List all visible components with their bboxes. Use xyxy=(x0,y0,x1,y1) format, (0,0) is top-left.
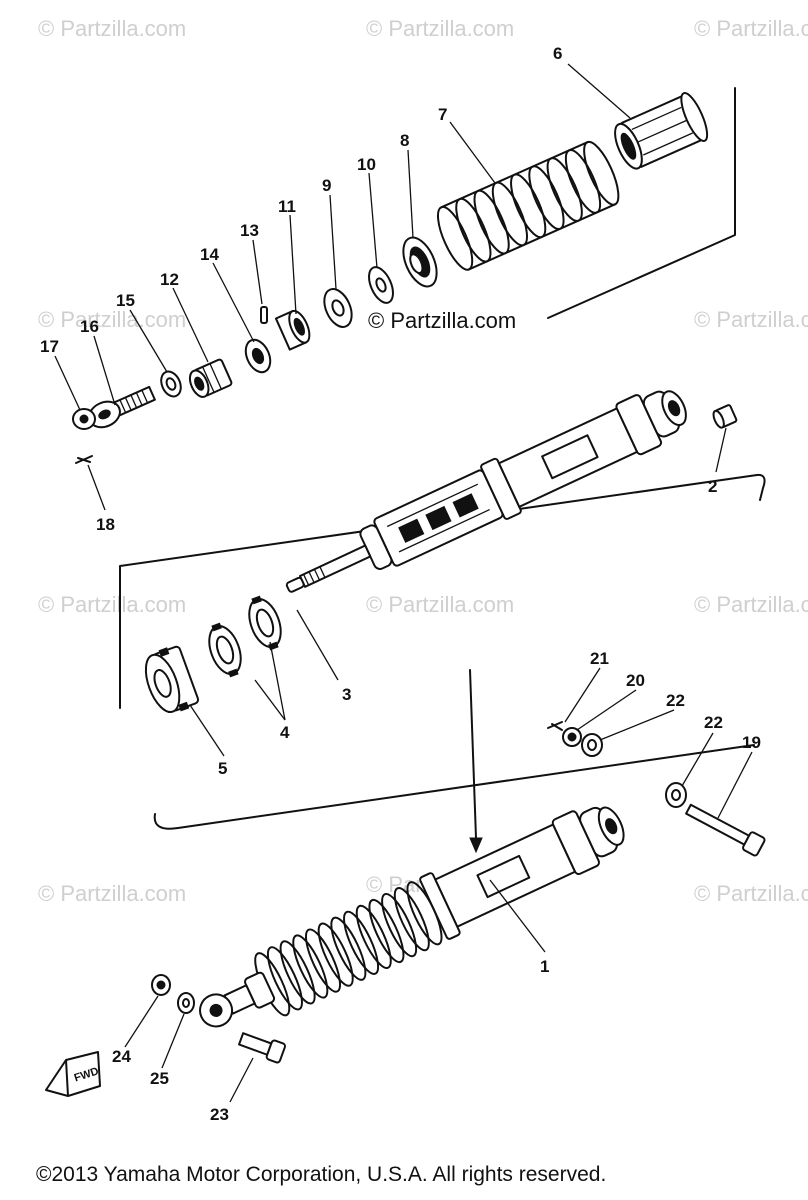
part-13-pin xyxy=(260,306,268,324)
part-9-washer xyxy=(323,288,353,328)
arrow-icon xyxy=(469,837,483,854)
part-4-lock-ring xyxy=(208,622,242,678)
callout-17: 17 xyxy=(40,337,59,356)
watermarks: © Partzilla.com © Partzilla.com © Partzi… xyxy=(38,16,808,906)
bracket-line xyxy=(119,473,766,709)
copyright-footer: ©2013 Yamaha Motor Corporation, U.S.A. A… xyxy=(36,1163,607,1186)
callout-2: 2 xyxy=(708,477,717,496)
watermark: © Partzilla.com xyxy=(694,881,808,906)
callout-24: 24 xyxy=(112,1047,131,1066)
watermark: © Partzilla.com xyxy=(38,592,186,617)
callout-5: 5 xyxy=(218,759,227,778)
callout-12: 12 xyxy=(160,270,179,289)
callout-14: 14 xyxy=(200,245,219,264)
callout-10: 10 xyxy=(357,155,376,174)
part-20-nut xyxy=(562,727,582,747)
part-12-adjuster xyxy=(188,358,233,398)
callout-25: 25 xyxy=(150,1069,169,1088)
watermark: © Partzilla.com xyxy=(366,16,514,41)
part-8-spring-seat xyxy=(402,236,438,288)
part-6-spring-upper-seat xyxy=(614,92,709,170)
callout-3: 3 xyxy=(342,685,351,704)
callout-23: 23 xyxy=(210,1105,229,1124)
part-21-cotter-pin xyxy=(547,721,563,731)
part-14-ring xyxy=(244,338,272,374)
watermark: © Partzilla.com xyxy=(38,307,186,332)
callout-19: 19 xyxy=(742,733,761,752)
part-22-washer xyxy=(665,782,687,808)
leader-lines xyxy=(54,63,753,1103)
part-18-clip xyxy=(75,455,93,464)
part-10-washer xyxy=(368,266,394,304)
part-19-bolt xyxy=(685,803,766,857)
bracket-line xyxy=(547,87,736,319)
part-2-bushing xyxy=(712,404,738,429)
part-1-damper-body xyxy=(285,390,687,593)
callout-1: 1 xyxy=(540,957,549,976)
callout-9: 9 xyxy=(322,176,331,195)
part-24-nut xyxy=(151,974,171,996)
front-direction-icon: FWD xyxy=(45,1051,101,1097)
callout-13: 13 xyxy=(240,221,259,240)
callout-20: 20 xyxy=(626,671,645,690)
watermark: © Partzilla.com xyxy=(694,307,808,332)
part-5-adjusting-nut xyxy=(144,645,200,714)
watermark: © Partzilla.com xyxy=(368,308,516,333)
callout-15: 15 xyxy=(116,291,135,310)
callout-22: 22 xyxy=(704,713,723,732)
watermark: © Partzilla.com xyxy=(694,16,808,41)
part-16-eye-bolt xyxy=(88,385,156,429)
watermark: © Partzilla.com xyxy=(366,592,514,617)
bracket-line xyxy=(153,744,755,830)
watermark: © Partzilla.com xyxy=(38,881,186,906)
part-23-bolt xyxy=(238,1032,287,1064)
part-4-lock-ring xyxy=(248,595,282,651)
callout-6: 6 xyxy=(553,44,562,63)
callout-22: 22 xyxy=(666,691,685,710)
part-15-nut xyxy=(160,370,182,398)
part-22-washer xyxy=(581,733,603,757)
callout-16: 16 xyxy=(80,317,99,336)
callout-8: 8 xyxy=(400,131,409,150)
callout-11: 11 xyxy=(278,197,296,216)
part-17-nut xyxy=(72,408,96,430)
part-25-washer xyxy=(177,992,195,1014)
callout-4: 4 xyxy=(280,723,290,742)
part-1-rear-shock-assembly xyxy=(199,806,625,1028)
watermark: © Partzilla.com xyxy=(694,592,808,617)
watermark: © Partzilla.com xyxy=(38,16,186,41)
part-11-bushing xyxy=(274,309,311,351)
callouts: 6 7 8 10 9 11 13 14 12 15 16 17 18 2 3 4… xyxy=(40,44,761,1124)
callout-7: 7 xyxy=(438,105,447,124)
part-7-coil-spring xyxy=(436,140,620,271)
callout-18: 18 xyxy=(96,515,115,534)
callout-21: 21 xyxy=(590,649,609,668)
leader-line xyxy=(469,669,477,839)
